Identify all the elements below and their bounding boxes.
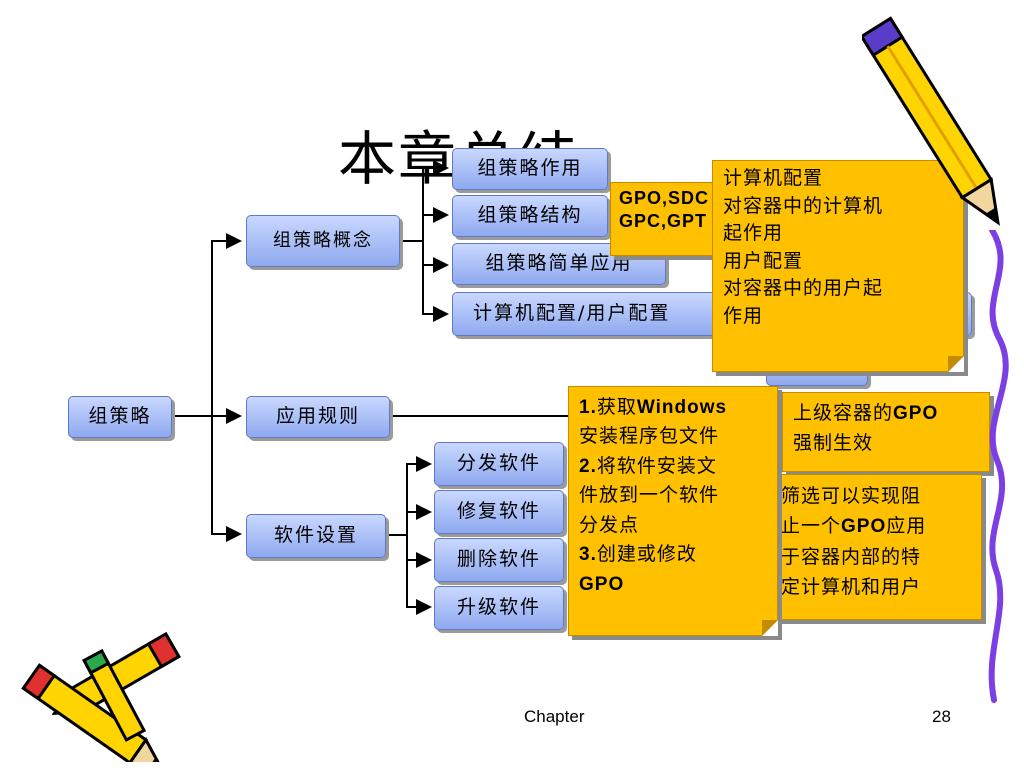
note-filter-line4: 定计算机和用户 (781, 576, 922, 599)
pencil-top-right-icon (862, 16, 1000, 226)
note-steps-line4: 件放到一个软件 (579, 484, 720, 507)
step2-text: 将软件安装文 (596, 454, 717, 477)
note-steps-fold (762, 620, 778, 636)
step1-text: 获取 (596, 396, 637, 418)
node-repair-software: 修复软件 (434, 490, 564, 534)
note-structure-line2: GPC,GPT (619, 211, 708, 232)
node-software-settings: 软件设置 (246, 514, 386, 558)
note-enforce-line2: 强制生效 (793, 431, 874, 454)
note-config-line5: 对容器中的用户起 (723, 277, 884, 300)
step1-number: 1. (579, 397, 597, 418)
note-steps-line5: 分发点 (579, 513, 640, 536)
step2-number: 2. (579, 455, 597, 477)
note-filter-suffix: 应用 (886, 515, 927, 538)
node-policy-structure: 组策略结构 (452, 195, 608, 237)
node-concept: 组策略概念 (246, 215, 400, 267)
note-config-line1: 计算机配置 (723, 167, 824, 189)
note-config-line6: 作用 (723, 304, 764, 327)
squiggle-decoration (988, 230, 1009, 703)
note-filter-line2: 止一个GPO应用 (781, 511, 973, 542)
node-policy-effect: 组策略作用 (452, 148, 608, 190)
note-enforce-gpo: GPO (893, 403, 939, 424)
node-remove-software: 删除软件 (434, 538, 564, 582)
note-filter-text: 止一个 (781, 515, 842, 538)
node-distribute-software: 分发软件 (434, 442, 564, 486)
note-steps-line2: 安装程序包文件 (579, 425, 720, 448)
note-filter: 筛选可以实现阻 止一个GPO应用 于容器内部的特 定计算机和用户 (772, 474, 982, 620)
pencils-bottom-left-icon (21, 631, 181, 762)
step3-number: 3. (579, 544, 597, 566)
note-steps-line1: 1.获取Windows (579, 393, 767, 422)
step3-text: 创建或修改 (596, 543, 697, 566)
note-enforce-line1: 上级容器的GPO (793, 399, 979, 429)
note-structure: GPO,SDC GPC,GPT (610, 182, 730, 256)
node-apply-rules: 应用规则 (246, 396, 390, 438)
note-steps-line7: GPO (579, 573, 625, 595)
footer-chapter: Chapter (524, 707, 585, 726)
step1-windows: Windows (636, 397, 728, 418)
note-filter-gpo: GPO (841, 516, 887, 538)
footer-page-number: 28 (932, 707, 951, 726)
note-steps: 1.获取Windows 安装程序包文件 2.将软件安装文 件放到一个软件 分发点… (568, 386, 778, 636)
note-enforce: 上级容器的GPO 强制生效 (782, 392, 990, 472)
note-filter-line1: 筛选可以实现阻 (781, 485, 922, 507)
node-upgrade-software: 升级软件 (434, 586, 564, 630)
note-config-line3: 起作用 (723, 222, 784, 245)
note-config-line2: 对容器中的计算机 (723, 194, 884, 217)
node-group-policy: 组策略 (68, 396, 172, 438)
note-filter-line3: 于容器内部的特 (781, 546, 922, 569)
note-enforce-text: 上级容器的 (793, 402, 894, 424)
note-config-fold (948, 356, 964, 372)
note-structure-line1: GPO,SDC (619, 188, 710, 208)
note-config: 计算机配置 对容器中的计算机 起作用 用户配置 对容器中的用户起 作用 (712, 160, 964, 372)
note-steps-line6: 3.创建或修改 (579, 540, 767, 569)
note-config-line4: 用户配置 (723, 249, 804, 272)
note-steps-line3: 2.将软件安装文 (579, 452, 767, 481)
